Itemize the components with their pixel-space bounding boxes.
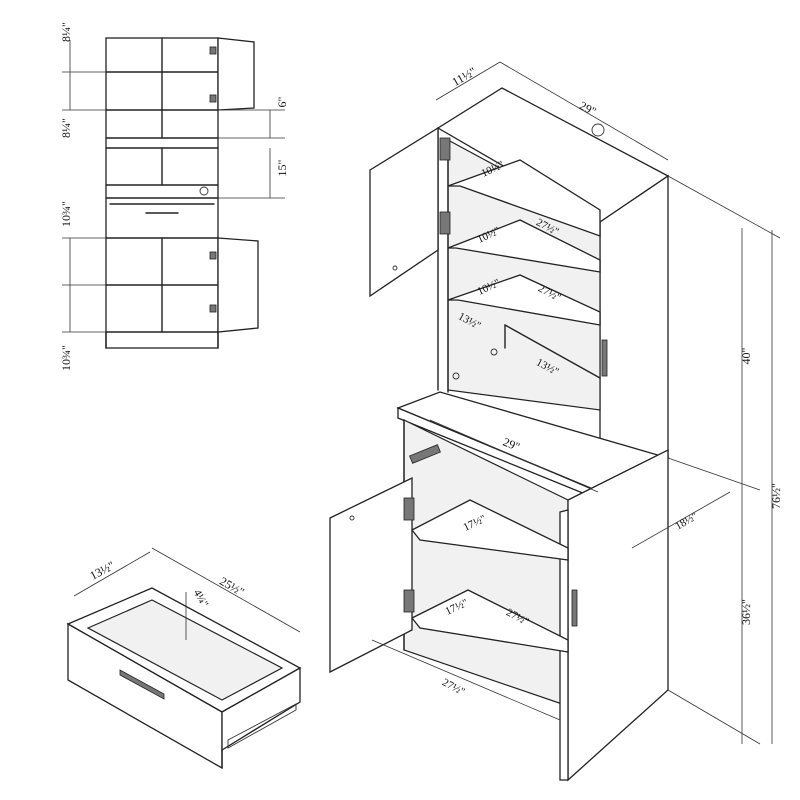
- cabinet-view: 11½" 29" 10½" 27½" 10½" 27½" 10½" 13½" 1…: [329, 61, 783, 782]
- drawer-side: [221, 666, 301, 752]
- front-view: 8¼" 8¼" 6" 15" 10¾" 10¾": [59, 22, 289, 371]
- dim-lower-top: 10¾": [59, 201, 73, 227]
- base-shelf: [410, 499, 569, 561]
- dim-drawer-depth: 13½": [87, 558, 117, 583]
- lock-icon: [199, 186, 209, 196]
- dim-hutch-height: 40": [739, 347, 753, 364]
- drawer-handle-icon: [119, 669, 165, 700]
- dim-open: 15": [275, 159, 289, 176]
- front-upper-door: [217, 37, 255, 111]
- dim-drawer-height: 4¼": [191, 588, 211, 610]
- hutch-shelf-2: [447, 219, 601, 273]
- slide-icon: [409, 444, 441, 464]
- hutch-door: [369, 126, 439, 298]
- base-side: [567, 448, 669, 782]
- dim-lower-bottom: 10¾": [59, 345, 73, 371]
- drawer-view: 13½" 25½" 4¼": [66, 547, 302, 770]
- base-handle-icon: [571, 589, 578, 627]
- dim-total-height: 76½": [769, 483, 783, 509]
- hutch-shelf-3: [447, 274, 601, 326]
- hutch-shelf-1: [447, 159, 601, 237]
- dim-base-width: 29": [501, 435, 522, 454]
- hutch-side: [599, 174, 669, 483]
- dim-mid-shelf: 8¼": [59, 118, 73, 138]
- dim-base-depth: 18½": [673, 510, 700, 532]
- dim-base-bottom-width: 27½": [440, 676, 467, 698]
- dim-hutch-depth: 11½": [449, 64, 478, 89]
- hutch-handle-icon: [601, 339, 608, 377]
- front-lower-door: [217, 237, 259, 333]
- dim-base-height: 36½": [739, 599, 753, 625]
- dim-hutch-width: 29": [577, 98, 599, 118]
- drawer-slide: [227, 703, 297, 749]
- base-door: [329, 476, 413, 674]
- dim-top-shelf: 8¼": [59, 22, 73, 42]
- dim-gap: 6": [275, 96, 289, 107]
- dim-drawer-width: 25½": [217, 574, 247, 599]
- cable-hole-icon: [591, 123, 605, 137]
- drawer-bottom: [86, 599, 284, 701]
